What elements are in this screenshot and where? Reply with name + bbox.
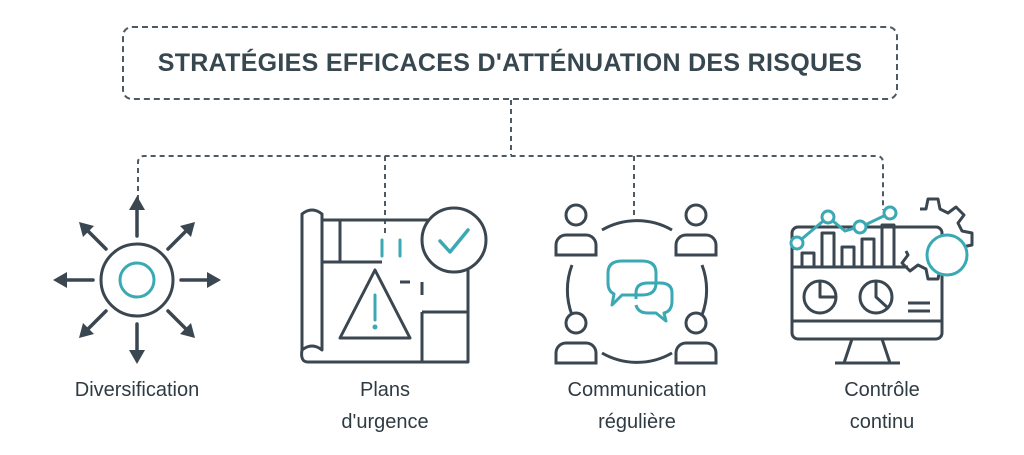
communication-icon bbox=[554, 203, 718, 365]
label-plans-urgence: Plans d'urgence bbox=[285, 374, 485, 438]
label-line: continu bbox=[849, 411, 915, 433]
label-controle: Contrôle continu bbox=[782, 374, 982, 438]
label-line: Plans bbox=[359, 379, 411, 401]
contingency-plan-icon bbox=[300, 206, 488, 364]
label-communication: Communication régulière bbox=[517, 374, 757, 438]
diagram-title: STRATÉGIES EFFICACES D'ATTÉNUATION DES R… bbox=[157, 48, 863, 77]
label-line: Diversification bbox=[74, 379, 200, 401]
label-line: Communication bbox=[567, 379, 707, 401]
label-diversification: Diversification bbox=[37, 374, 237, 406]
title-box: STRATÉGIES EFFICACES D'ATTÉNUATION DES R… bbox=[122, 26, 898, 100]
label-line: Contrôle bbox=[844, 379, 920, 401]
label-line: régulière bbox=[598, 411, 676, 433]
monitoring-icon bbox=[789, 197, 974, 365]
diversification-icon bbox=[53, 196, 221, 364]
label-line: d'urgence bbox=[341, 411, 429, 433]
